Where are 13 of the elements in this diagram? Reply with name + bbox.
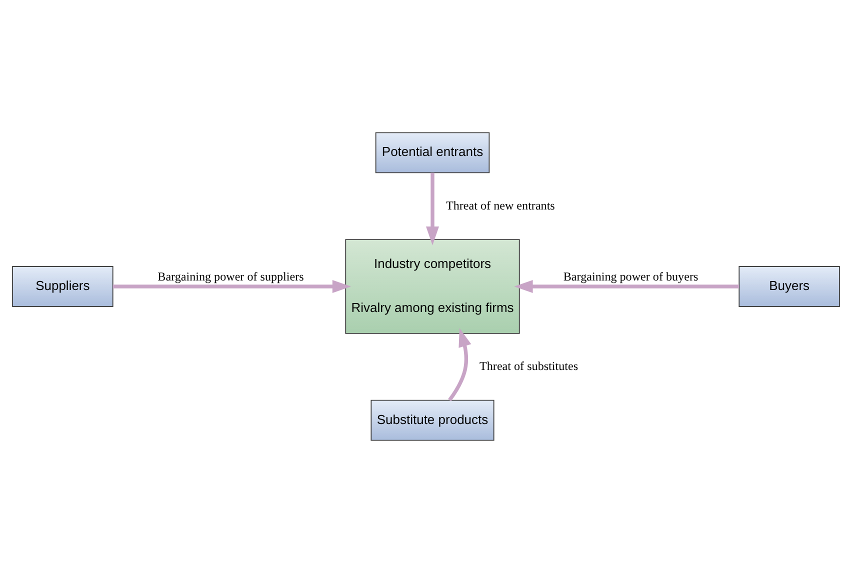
edge-label: Threat of new entrants [446, 198, 555, 212]
arrow [426, 172, 440, 246]
node-box: Suppliers [12, 266, 114, 307]
edge-label: Bargaining power of suppliers [158, 269, 304, 284]
node-box: Substitute products [370, 400, 494, 441]
node-box: Buyers [738, 266, 840, 307]
edge-label: Threat of substitutes [480, 359, 578, 374]
arrow [514, 280, 739, 294]
arrow [112, 280, 352, 294]
node-box: Potential entrants [375, 132, 490, 174]
arrow [448, 328, 472, 402]
edge-label: Bargaining power of buyers [563, 269, 698, 284]
node-box: Industry competitors Rivalry among existing firms [345, 239, 520, 334]
